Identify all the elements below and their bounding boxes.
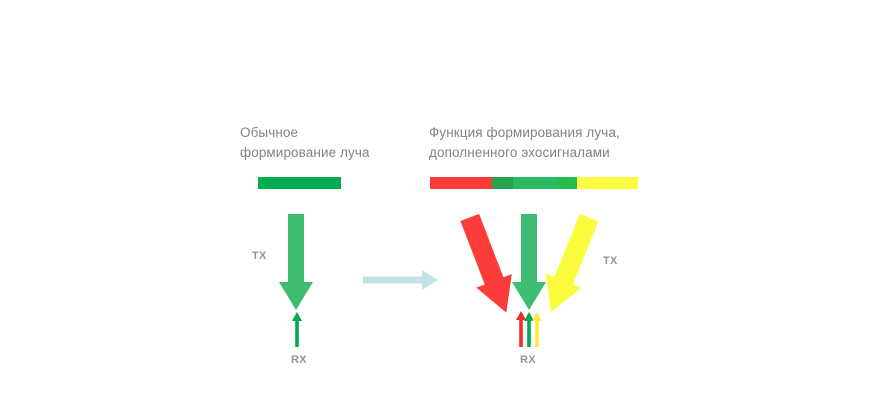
left-panel-title-line2: формирование луча [240, 145, 370, 160]
left-beam-spectrum-bar [258, 177, 341, 189]
bar-segment [430, 177, 492, 189]
bar-segment [513, 177, 557, 189]
right-panel-title-line1: Функция формирования луча, [429, 125, 620, 140]
left-tx-beam-arrow-icon [279, 214, 313, 310]
bar-segment [492, 177, 513, 189]
right-tx-green-beam-arrow-icon [512, 214, 546, 310]
right-rx-red-echo-arrow-icon [516, 311, 526, 347]
left-tx-label: TX [252, 250, 267, 262]
left-rx-echo-arrow-icon [292, 312, 302, 347]
left-panel-title: Обычное формирование луча [240, 123, 370, 163]
right-panel-title-line2: дополненного эхосигналами [429, 145, 610, 160]
right-tx-yellow-beam-arrow-icon [546, 213, 599, 313]
right-tx-label: TX [603, 255, 618, 267]
right-panel-title: Функция формирования луча, дополненного … [429, 123, 620, 163]
transition-arrow-icon [363, 270, 438, 290]
bar-segment [258, 177, 341, 189]
bar-segment [557, 177, 577, 189]
right-rx-yellow-echo-arrow-icon [532, 312, 542, 347]
right-beam-spectrum-bar [430, 177, 638, 189]
right-rx-label: RX [520, 354, 536, 366]
right-tx-red-beam-arrow-icon [460, 213, 512, 313]
left-panel-title-line1: Обычное [240, 125, 299, 140]
right-rx-green-echo-arrow-icon [524, 312, 534, 347]
left-rx-label: RX [291, 354, 307, 366]
bar-segment [577, 177, 638, 189]
